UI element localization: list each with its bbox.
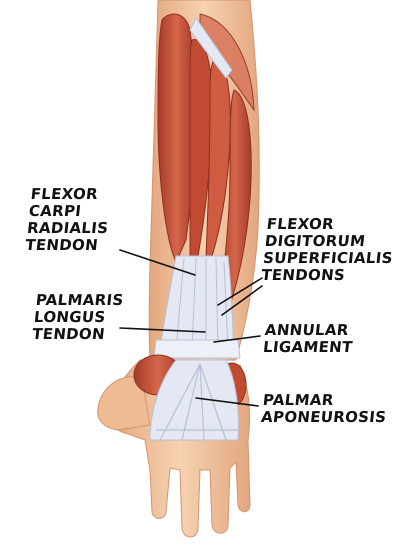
palmar-aponeurosis-sheet — [149, 359, 239, 441]
label-annular-ligament: ANNULAR LIGAMENT — [262, 321, 354, 356]
leader-flexor-digitorum-2 — [221, 285, 263, 316]
leader-flexor-carpi-radialis — [119, 249, 196, 276]
label-flexor-digitorum: FLEXOR DIGITORUM SUPERFICIALIS TENDONS — [260, 215, 394, 284]
label-palmaris-longus: PALMARIS LONGUS TENDON — [31, 291, 125, 343]
leader-lines — [119, 249, 263, 407]
leader-flexor-digitorum-1 — [217, 277, 263, 306]
thumb — [97, 376, 151, 431]
label-palmar-aponeurosis: PALMAR APONEUROSIS — [260, 391, 388, 426]
leader-annular-ligament — [213, 335, 261, 343]
bicipital-aponeurosis — [189, 17, 233, 79]
leader-palmaris-longus — [119, 327, 206, 333]
tendon-lines — [175, 257, 229, 351]
aponeurosis-bands — [156, 363, 240, 441]
label-flexor-carpi-radialis: FLEXOR CARPI RADIALIS TENDON — [24, 185, 110, 254]
leader-palmar-aponeurosis — [195, 397, 259, 407]
annular-ligament-band — [153, 339, 241, 359]
